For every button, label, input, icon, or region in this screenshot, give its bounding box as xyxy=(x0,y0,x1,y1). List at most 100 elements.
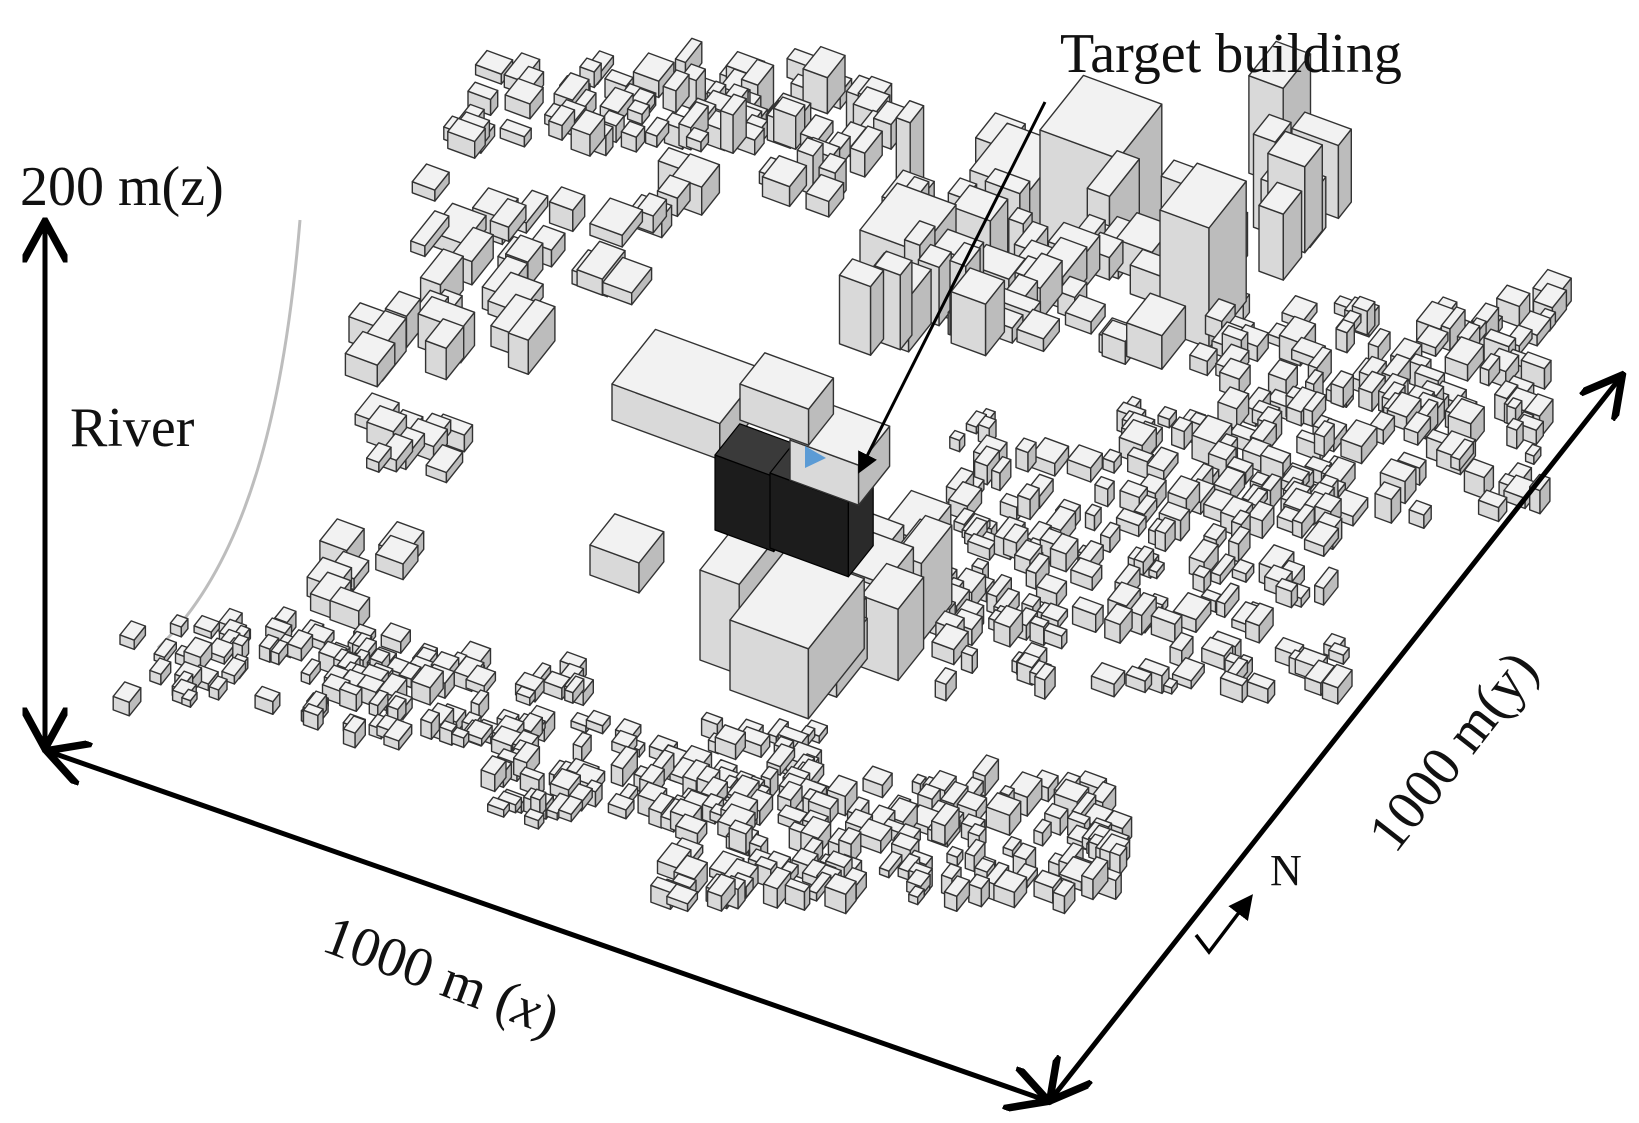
river-label: River xyxy=(70,397,195,459)
building-block xyxy=(208,675,228,701)
building-block xyxy=(849,125,883,178)
building-block xyxy=(1408,499,1432,529)
building-block xyxy=(375,534,419,581)
building-block xyxy=(507,298,556,375)
building-block xyxy=(1506,417,1524,450)
building-block xyxy=(411,163,450,202)
building-block xyxy=(112,681,142,717)
building-block xyxy=(1090,662,1126,698)
building-block xyxy=(1246,672,1276,704)
building-block xyxy=(1258,181,1303,281)
building-block xyxy=(985,792,1022,836)
building-block xyxy=(339,681,363,712)
building-block xyxy=(729,549,865,720)
building-block xyxy=(410,210,450,258)
building-block xyxy=(589,197,644,248)
building-block xyxy=(447,117,486,159)
building-block xyxy=(1192,564,1212,594)
building-block xyxy=(1102,448,1122,474)
building-block xyxy=(644,116,670,148)
building-block xyxy=(1125,292,1187,370)
building-block xyxy=(368,689,389,718)
north-arrow xyxy=(1194,894,1253,955)
building-block xyxy=(193,614,221,640)
building-block xyxy=(366,442,392,473)
building-block xyxy=(960,644,978,674)
building-block xyxy=(1016,308,1061,353)
x-axis-arrow xyxy=(50,752,1045,1100)
building-block xyxy=(773,96,806,151)
building-block xyxy=(465,664,497,696)
building-block xyxy=(728,819,753,855)
river-line xyxy=(156,219,302,650)
building-block xyxy=(589,513,665,594)
building-block xyxy=(515,685,536,707)
building-block xyxy=(991,455,1012,492)
building-block xyxy=(1017,483,1040,521)
building-block xyxy=(1496,284,1531,328)
building-block xyxy=(950,267,1006,357)
building-block xyxy=(1335,318,1356,354)
building-block xyxy=(1415,324,1449,357)
building-block xyxy=(585,709,611,735)
building-block xyxy=(1374,481,1402,524)
building-block xyxy=(1030,437,1070,477)
building-block xyxy=(302,703,324,731)
building-block xyxy=(504,77,544,120)
building-block xyxy=(489,197,527,243)
building-block xyxy=(862,765,893,799)
building-block xyxy=(993,604,1024,648)
building-block xyxy=(946,845,964,867)
building-block xyxy=(824,873,857,915)
building-block xyxy=(1064,294,1106,335)
building-block xyxy=(1084,503,1102,532)
building-block xyxy=(467,81,499,117)
building-block xyxy=(270,639,289,666)
building-block xyxy=(1328,642,1350,665)
building-block xyxy=(934,667,957,702)
target-building-label: Target building xyxy=(1060,23,1402,85)
building-block xyxy=(761,154,808,208)
svg-text:1000 m (x): 1000 m (x) xyxy=(315,904,567,1048)
building-block xyxy=(626,99,651,126)
building-block xyxy=(424,318,465,381)
building-block xyxy=(344,330,396,388)
building-block xyxy=(548,186,586,233)
building-block xyxy=(425,444,464,484)
building-block xyxy=(181,688,198,708)
z-axis-label: 200 m(z) xyxy=(20,156,224,218)
building-block xyxy=(411,663,444,706)
building-block xyxy=(1275,577,1299,609)
building-block xyxy=(286,629,314,662)
north-label: N xyxy=(1270,846,1302,895)
building-block xyxy=(169,614,189,638)
building-block xyxy=(620,120,646,153)
building-block xyxy=(221,656,247,685)
building-block xyxy=(1524,443,1542,465)
building-block xyxy=(685,126,710,153)
building-block xyxy=(1215,582,1240,619)
target-pointer-arrow xyxy=(858,101,1047,474)
building-block xyxy=(1043,622,1068,650)
building-block xyxy=(1015,437,1037,473)
building-block xyxy=(739,352,835,446)
building-block xyxy=(1066,444,1104,483)
building-block xyxy=(329,586,371,631)
building-block xyxy=(572,731,592,763)
x-axis-label-number: 1000 m ( xyxy=(315,904,526,1033)
building-block xyxy=(300,658,321,685)
building-block xyxy=(254,685,281,715)
building-block xyxy=(796,136,824,196)
building-block xyxy=(1189,342,1218,377)
building-block xyxy=(720,93,747,155)
building-block xyxy=(149,657,172,686)
building-block xyxy=(1071,596,1104,633)
building-block xyxy=(570,108,606,157)
building-block xyxy=(860,562,925,682)
building-block xyxy=(802,45,846,115)
building-block xyxy=(380,622,411,654)
building-block xyxy=(602,256,653,306)
building-block xyxy=(1033,818,1052,847)
building-block xyxy=(949,429,966,453)
